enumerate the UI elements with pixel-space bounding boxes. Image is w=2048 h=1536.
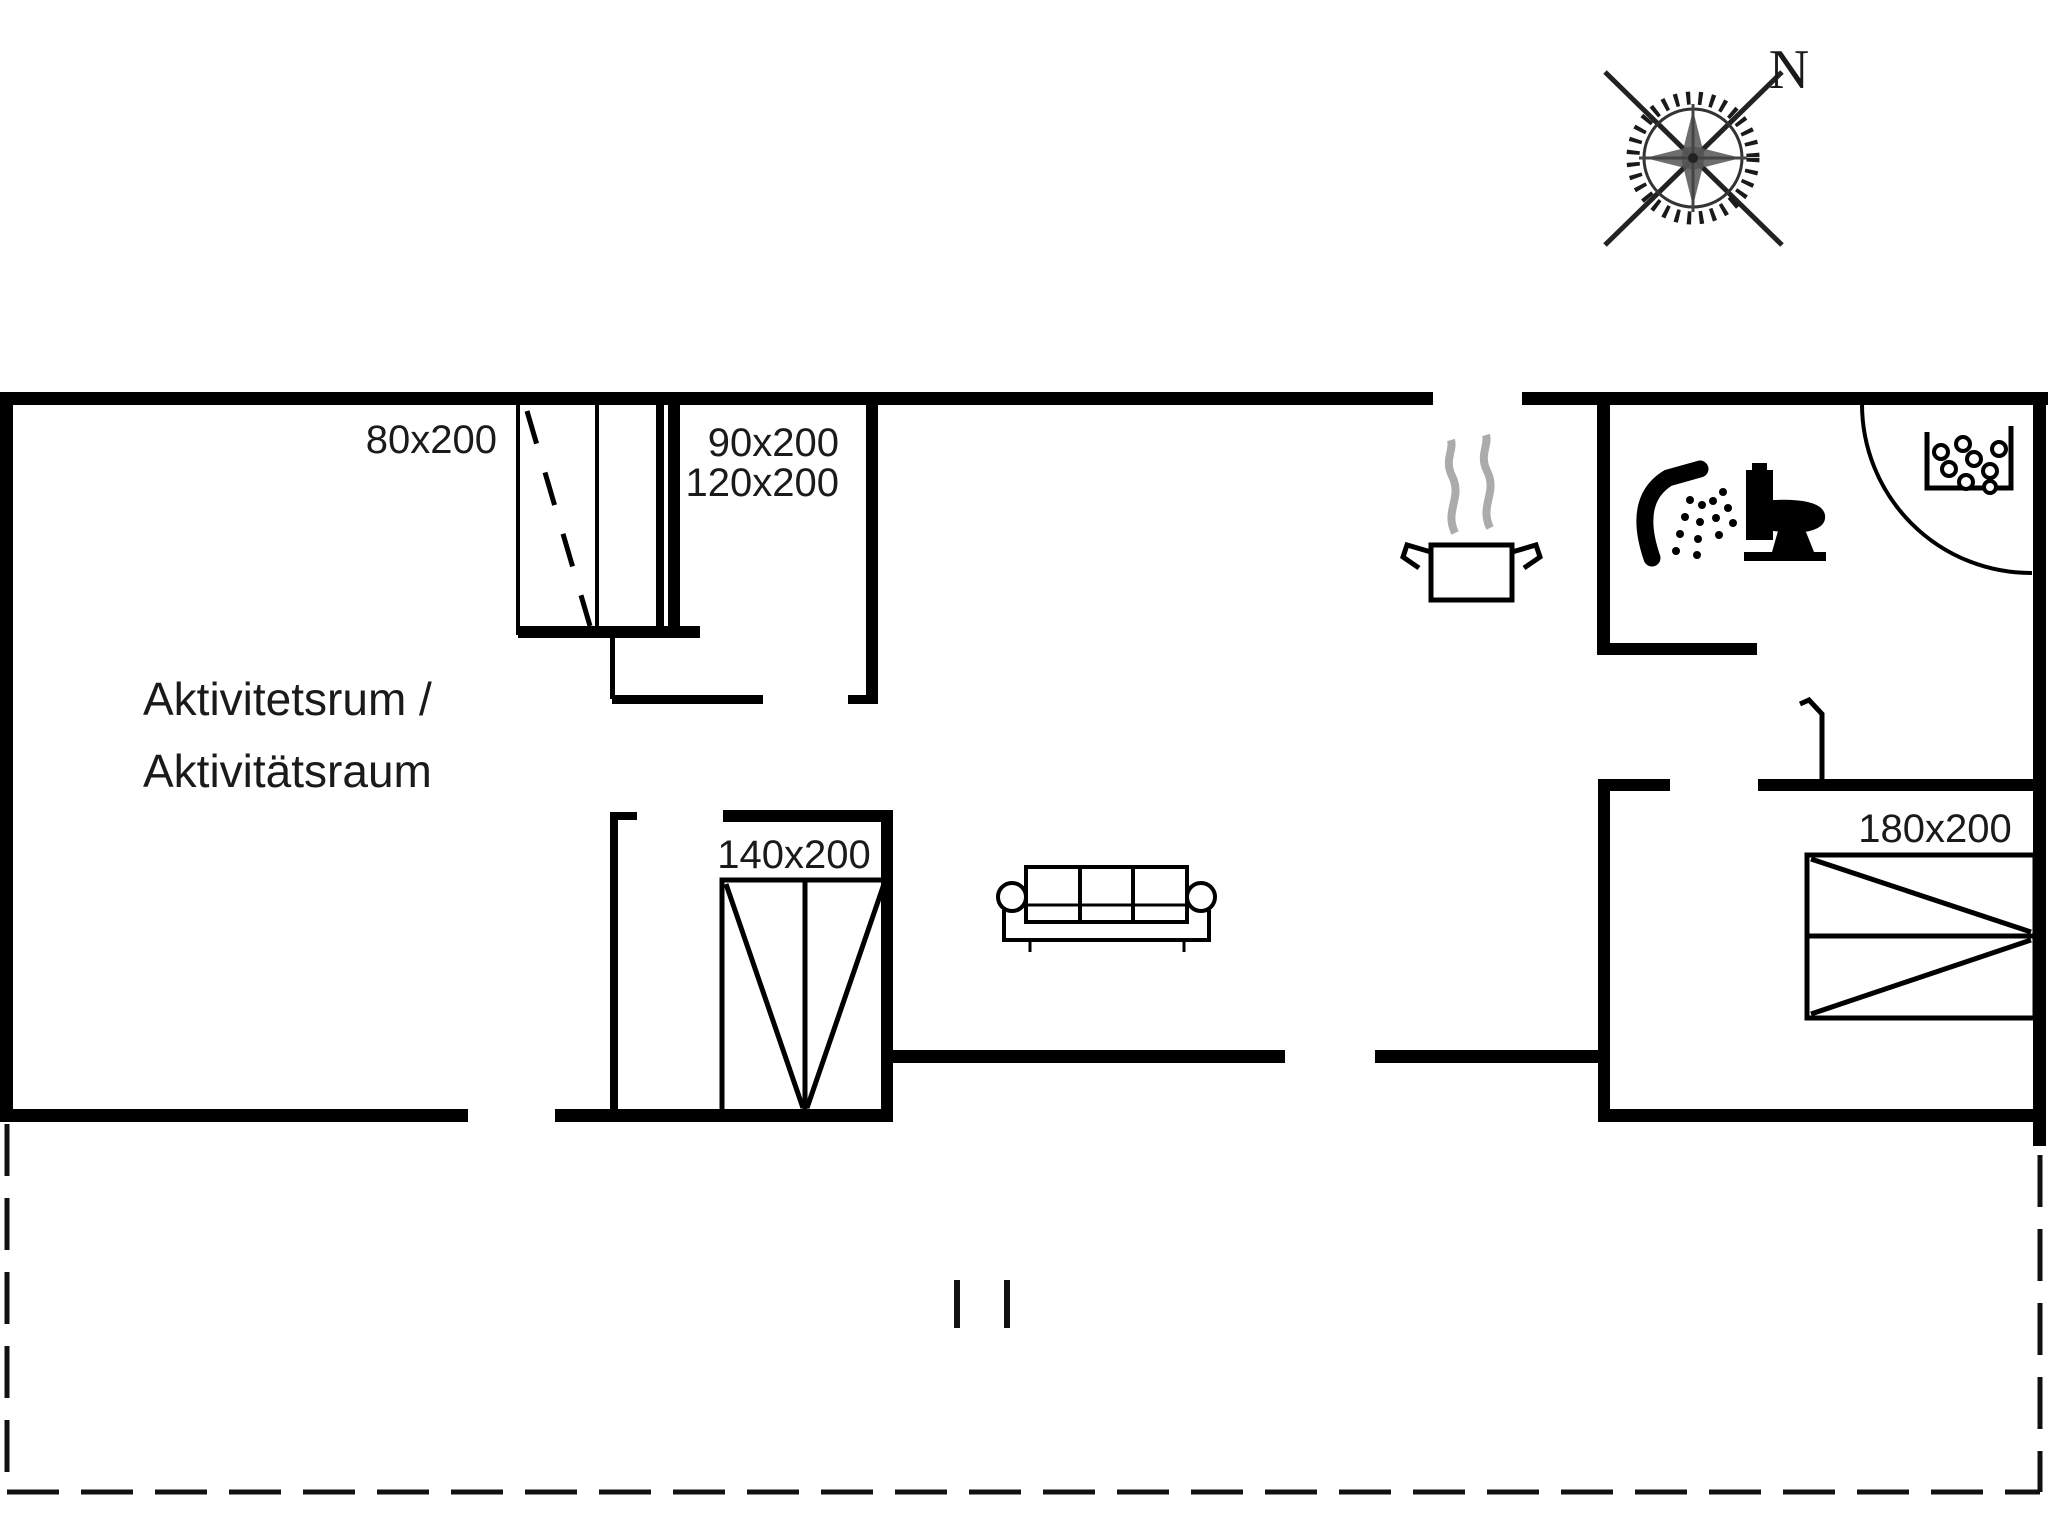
shower-spray-dots	[1672, 488, 1737, 559]
steam-wisp-1	[1444, 438, 1460, 535]
compass-center-dot	[1688, 153, 1698, 163]
dim-label-door-90: 90x200	[708, 421, 839, 465]
sofa-arm-left	[996, 881, 1028, 913]
walls	[0, 392, 2048, 1146]
sliding-door-panel-bar-2	[668, 403, 676, 633]
wall-bedroom-bottom	[1603, 1109, 2046, 1122]
wall-hall-left-thin	[610, 633, 615, 699]
sofa-front	[1002, 910, 1211, 942]
wall-hall-bottom-left	[612, 695, 763, 704]
wall-small-bedroom-top	[723, 810, 893, 822]
sliding-door-pocket	[516, 401, 599, 635]
sofa-icon	[996, 865, 1217, 952]
corner-shower-arc	[1860, 403, 2033, 576]
labels: N 80x200 90x200 120x200 140x200 180x200 …	[143, 39, 2012, 877]
pot-handle-right	[1511, 541, 1543, 571]
room-label-activity-line1: Aktivitetsrum /	[143, 673, 432, 725]
wall-right	[2033, 392, 2046, 1146]
wall-bottom-raised-left	[893, 1050, 1285, 1063]
single-bed-diagonal-left	[723, 883, 806, 1109]
dim-label-bed-single: 140x200	[717, 833, 870, 877]
cooking-pot-steam-icon	[1400, 433, 1543, 603]
bathroom	[1636, 403, 2033, 576]
steam-wisp-2	[1479, 433, 1495, 530]
washbasin-bubbles	[1932, 435, 2008, 495]
wall-bedroom-left	[1598, 779, 1610, 1122]
sliding-door-assembly	[516, 401, 700, 638]
compass-rose-icon	[1603, 70, 1784, 247]
washbasin-bubbles-icon	[1924, 426, 2014, 495]
wall-bottom-raised-right	[1375, 1050, 1603, 1063]
pot-handle-left	[1400, 541, 1432, 571]
wall-small-bedroom-left	[610, 812, 618, 1115]
door-leaf-mark	[1798, 696, 1825, 785]
double-bed-icon	[1804, 852, 2038, 1021]
wall-bathroom-left	[1597, 398, 1610, 655]
single-bed-icon	[719, 877, 891, 1115]
sliding-door-leaf-dashed	[524, 410, 593, 627]
pot-body	[1428, 542, 1515, 603]
double-bed-diagonal-top	[1810, 856, 2032, 935]
wall-top-right-segment	[1522, 392, 2048, 405]
single-bed-diagonal-right	[804, 883, 887, 1109]
sliding-door-panel-bar-1	[656, 403, 664, 633]
wall-bathroom-bottom	[1597, 643, 1757, 655]
bedroom-door-mark	[1798, 696, 1825, 785]
shower-head-icon	[1636, 460, 1737, 567]
wall-top-left-segment	[0, 392, 1433, 405]
wall-left	[0, 392, 13, 1122]
wall-bedroom-top-right	[1758, 779, 2046, 791]
compass-toothed-ring	[1626, 91, 1760, 225]
sofa-backrest	[1024, 865, 1189, 924]
toilet-icon	[1744, 463, 1826, 561]
compass-north-label: N	[1769, 39, 1809, 101]
sliding-door-sill	[518, 626, 700, 638]
dim-label-door-120: 120x200	[686, 461, 839, 505]
wall-small-bedroom-tick	[610, 812, 637, 820]
dim-label-sliding-door: 80x200	[366, 418, 497, 462]
sofa-arm-right	[1185, 881, 1217, 913]
wall-hall-right	[866, 398, 878, 703]
sliding-door-frame	[595, 401, 680, 635]
dim-label-bed-double: 180x200	[1858, 807, 2011, 851]
wall-bottom-left-segment	[0, 1109, 468, 1122]
room-label-activity-line2: Aktivitätsraum	[143, 745, 432, 797]
wall-bedroom-top-left	[1598, 779, 1670, 791]
double-bed-diagonal-bottom	[1810, 937, 2032, 1017]
wall-hall-bottom-right	[848, 695, 878, 704]
terrace-outline	[4, 1124, 2043, 1495]
shower-head-handle	[1636, 460, 1709, 567]
